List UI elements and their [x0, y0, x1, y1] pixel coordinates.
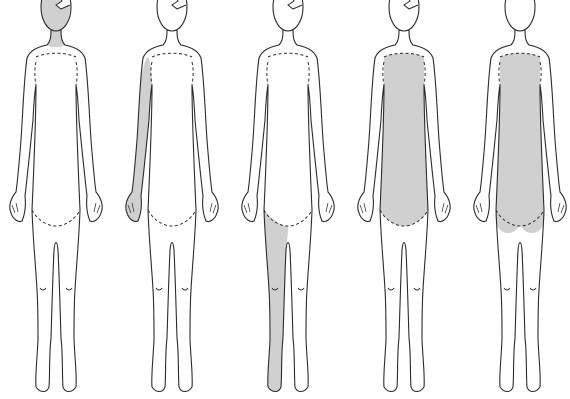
- head-outline: [505, 0, 535, 31]
- body-outline: [10, 30, 102, 392]
- body-figure-4-anterior-trunk: [358, 0, 450, 392]
- left-knee-mark: [504, 288, 510, 290]
- body-outline: [242, 30, 334, 392]
- right-knee-mark: [530, 288, 536, 290]
- body-figure-3-right-leg: [242, 0, 334, 392]
- left-hand-fingers: [12, 203, 18, 213]
- left-knee-mark: [388, 288, 394, 290]
- right-knee-mark: [298, 288, 304, 290]
- neck-boundary-dashed: [152, 53, 192, 57]
- right-hand-fingers: [442, 203, 448, 213]
- neck-boundary-dashed: [268, 53, 308, 57]
- shaded-region-torso: [380, 53, 428, 226]
- right-knee-mark: [182, 288, 188, 290]
- body-figure-2-right-arm: [126, 0, 218, 392]
- left-shoulder-boundary-dashed: [499, 62, 500, 85]
- hairline-mark: [172, 0, 186, 9]
- right-hand-fingers: [558, 203, 564, 213]
- hairline-mark: [404, 0, 418, 9]
- right-knee-mark: [66, 288, 72, 290]
- left-knee-mark: [40, 288, 46, 290]
- right-shoulder-boundary-dashed: [308, 62, 309, 85]
- left-shoulder-boundary-dashed: [383, 62, 384, 85]
- right-hand-fingers: [326, 203, 332, 213]
- hairline-mark: [288, 0, 302, 9]
- left-hand-fingers: [360, 203, 366, 213]
- hip-boundary-dashed: [32, 210, 80, 226]
- right-shoulder-boundary-dashed: [76, 62, 77, 85]
- left-hand-fingers: [244, 203, 250, 213]
- right-shoulder-boundary-dashed: [540, 62, 541, 85]
- shaded-region-buttocks: [496, 208, 545, 233]
- neck-boundary-dashed: [36, 53, 76, 57]
- right-knee-mark: [414, 288, 420, 290]
- right-shoulder-boundary-dashed: [192, 62, 193, 85]
- shaded-region-torso: [496, 53, 544, 226]
- right-hand-fingers: [94, 203, 100, 213]
- left-shoulder-boundary-dashed: [267, 62, 268, 85]
- hip-boundary-dashed: [148, 210, 196, 226]
- right-shoulder-boundary-dashed: [424, 62, 425, 85]
- left-hand-fingers: [476, 203, 482, 213]
- right-hand-fingers: [210, 203, 216, 213]
- left-shoulder-boundary-dashed: [35, 62, 36, 85]
- body-figure-1-head: [10, 0, 102, 392]
- left-knee-mark: [156, 288, 162, 290]
- body-figure-5-posterior-trunk: [474, 0, 566, 392]
